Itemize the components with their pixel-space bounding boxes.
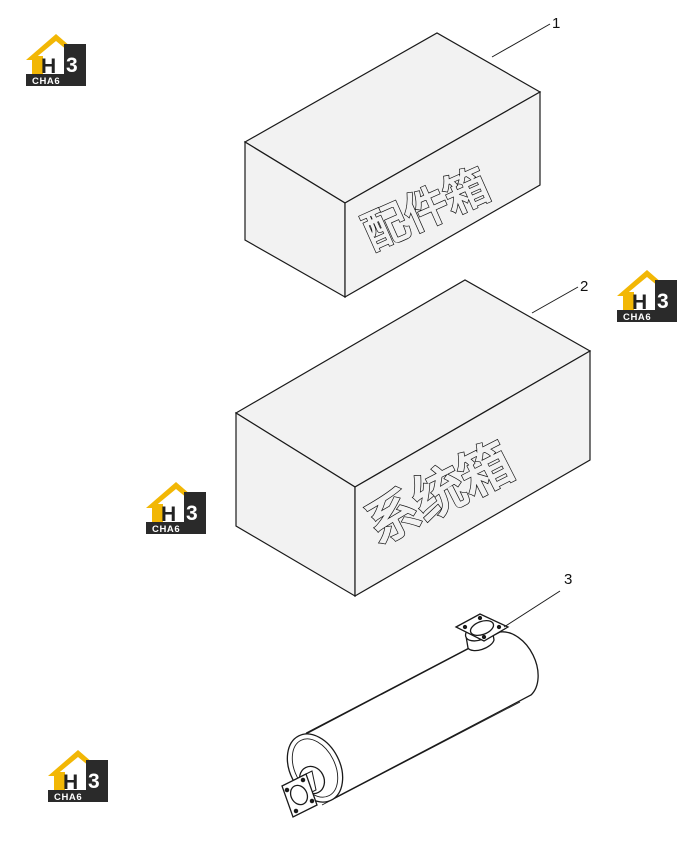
part-3-muffler (281, 613, 539, 818)
svg-text:H: H (41, 55, 56, 78)
watermark-logo: H 3 CHA6 (26, 34, 86, 87)
callout-1: 1 (552, 15, 560, 32)
svg-text:CHA6: CHA6 (623, 312, 651, 323)
callout-3: 3 (564, 571, 572, 588)
watermark-logo: H 3 CHA6 (617, 270, 677, 323)
part-1-spare-parts-box: 配件箱 (243, 32, 542, 299)
svg-text:3: 3 (186, 502, 198, 525)
svg-text:CHA6: CHA6 (54, 792, 82, 803)
svg-text:CHA6: CHA6 (152, 524, 180, 535)
svg-text:H: H (632, 291, 647, 314)
callout-line-3 (503, 590, 561, 628)
svg-text:CHA6: CHA6 (32, 76, 60, 87)
svg-text:3: 3 (88, 770, 100, 793)
svg-text:H: H (63, 771, 78, 794)
svg-text:3: 3 (657, 290, 669, 313)
callout-2: 2 (580, 278, 588, 295)
watermark-logo: H 3 CHA6 (48, 750, 108, 803)
watermark-logo: H 3 CHA6 (146, 482, 206, 535)
callout-line-1 (491, 23, 551, 58)
part-2-system-box: 系统箱 (234, 279, 592, 598)
callout-line-2 (531, 286, 579, 314)
svg-text:H: H (161, 503, 176, 526)
svg-text:3: 3 (66, 54, 78, 77)
